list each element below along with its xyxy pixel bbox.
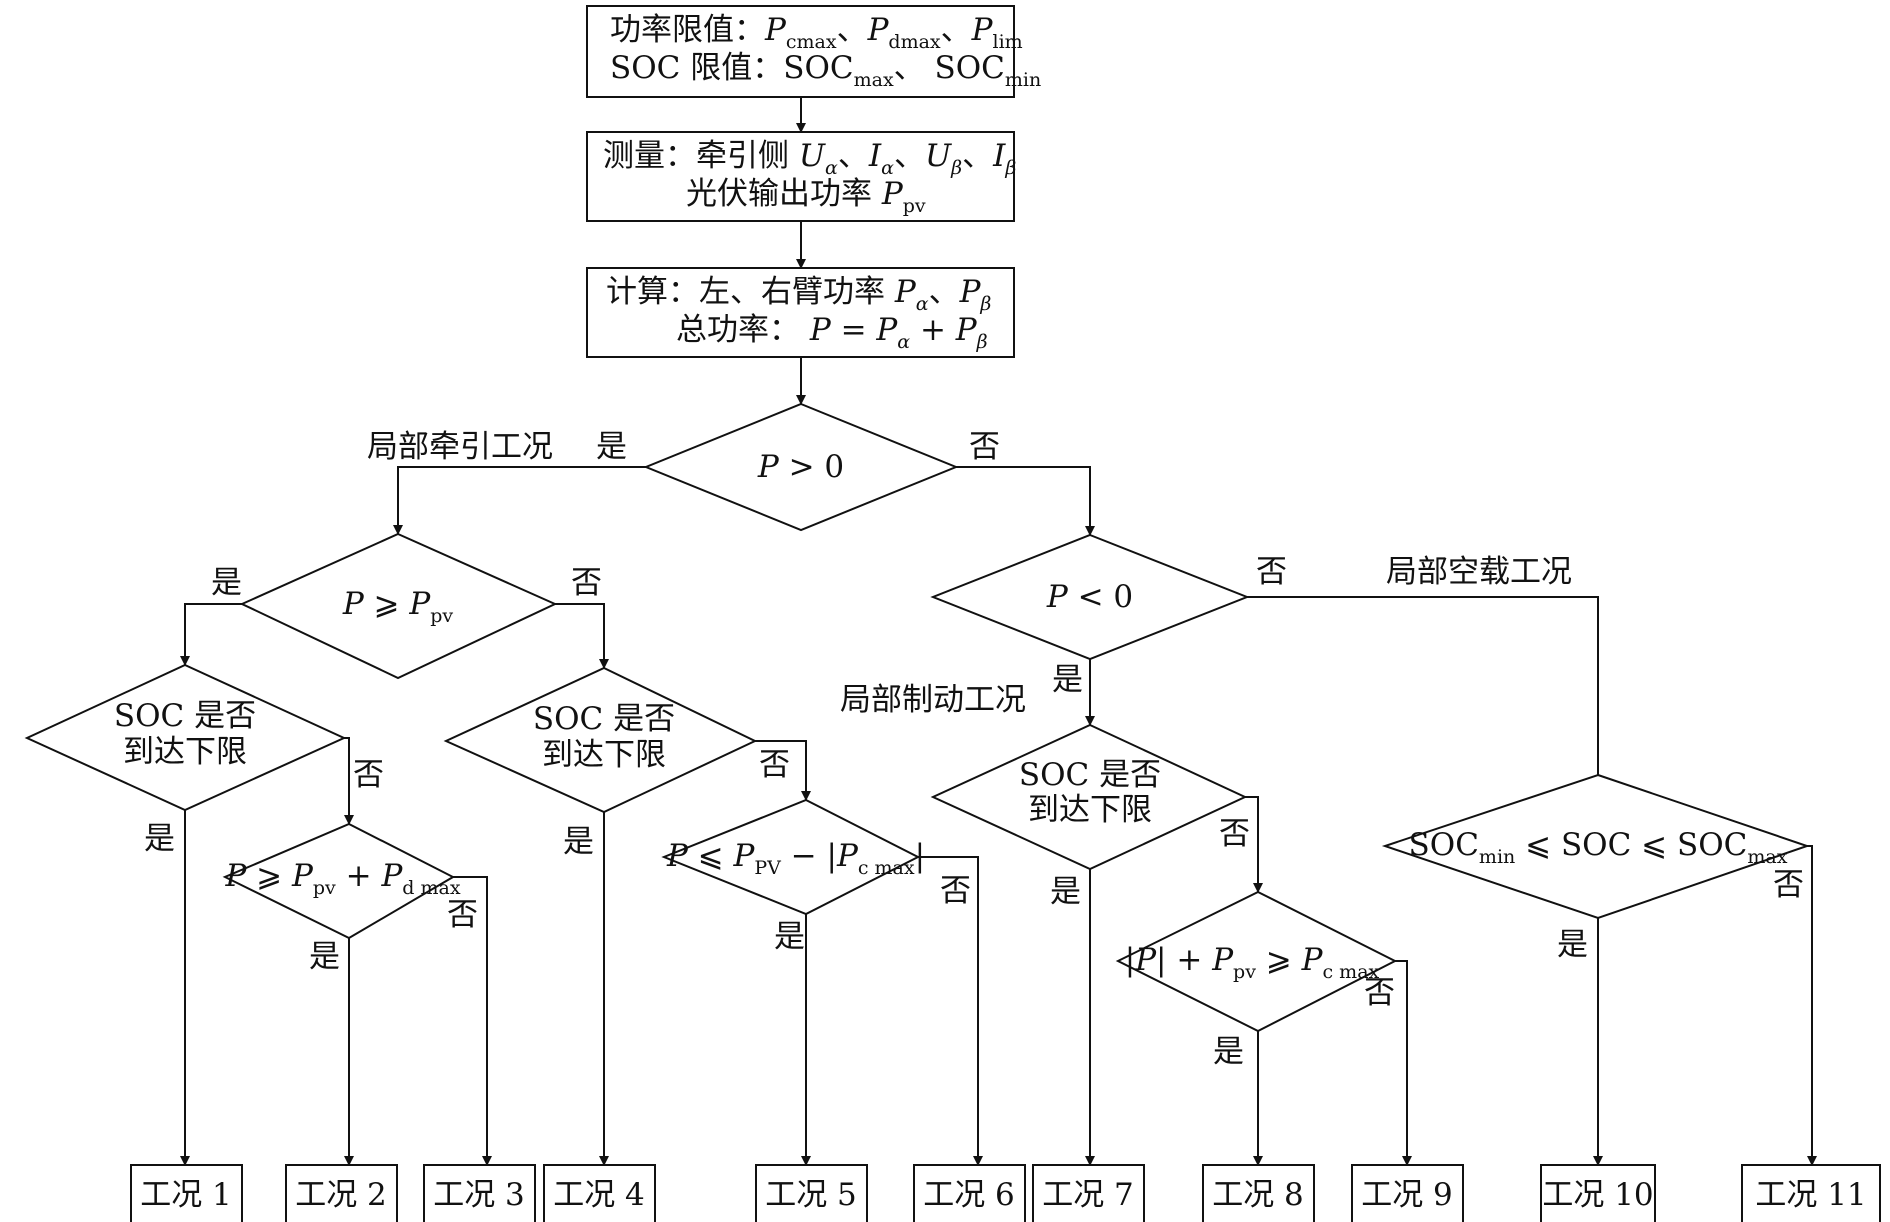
label-no: 否 [1219,816,1250,852]
outcome-8: 工况 8 [1202,1164,1315,1222]
decision-soc-lower-3: SOC 是否 到达下限 [930,723,1248,871]
label-yes: 是 [774,919,805,955]
branch-labels: 局部牵引工况 是 否 是 否 否 局部空载工况 是 局部制动工况 是 否 是 否… [144,429,1804,1070]
label-idle: 局部空载工况 [1386,554,1572,590]
label-yes: 是 [211,565,242,601]
decision-abs-p-vs-cmax: |P| + Ppv ⩾ Pc max [1115,890,1398,1033]
outcome-3: 工况 3 [423,1164,536,1222]
label-no: 否 [759,747,790,783]
decision-total-power: P > 0 [643,402,959,532]
compute-box: 计算：左、右臂功率 Pα、Pβ 总功率： P = Pα + Pβ [586,267,1015,358]
measure-line2: 光伏输出功率 Ppv [686,176,926,217]
compute-line2: 总功率： P = Pα + Pβ [676,312,988,353]
svg-text:P ⩽ PPV − |Pc max|: P ⩽ PPV − |Pc max| [666,838,925,879]
outcome-11: 工况 11 [1741,1164,1881,1222]
label-yes: 是 [1050,874,1081,910]
label-no: 否 [940,873,971,909]
label-no: 否 [1256,554,1287,590]
measure-line1: 测量：牵引侧 Uα、Iα、Uβ、Iβ [603,138,1016,179]
svg-text:工况 7: 工况 7 [1042,1177,1134,1213]
outcome-9: 工况 9 [1351,1164,1464,1222]
svg-text:|P| + Ppv ⩾ Pc max: |P| + Ppv ⩾ Pc max [1125,942,1380,983]
outcome-1: 工况 1 [130,1164,243,1222]
svg-text:工况 5: 工况 5 [765,1177,857,1213]
limits-line1: 功率限值：Pcmax、Pdmax、Plim [610,12,1023,53]
label-braking: 局部制动工况 [840,682,1026,718]
svg-text:SOCmin ⩽ SOC ⩽ SOCmax: SOCmin ⩽ SOC ⩽ SOCmax [1409,827,1788,868]
label-yes: 是 [1557,927,1588,963]
decision-soc-lower-1: SOC 是否 到达下限 [24,663,347,812]
label-no: 否 [447,897,478,933]
outcomes: 工况 1 工况 2 工况 3 工况 4 工况 5 工况 6 工况 7 工况 8 … [130,1164,1881,1222]
decision-p-vs-pv: P ⩾ Ppv [239,532,558,680]
label-yes: 是 [1052,662,1083,698]
svg-text:工况 9: 工况 9 [1361,1177,1453,1213]
svg-text:工况 6: 工况 6 [923,1177,1015,1213]
svg-text:到达下限: 到达下限 [1028,792,1152,828]
decision-soc-range: SOCmin ⩽ SOC ⩽ SOCmax [1381,773,1811,920]
svg-text:到达下限: 到达下限 [542,737,666,773]
label-no: 否 [571,565,602,601]
decision-p-vs-pv-dmax: P ⩾ Ppv + Pd max [222,822,461,940]
svg-text:工况 2: 工况 2 [295,1177,387,1213]
label-no: 否 [1773,867,1804,903]
svg-text:工况 10: 工况 10 [1542,1177,1653,1213]
measure-box: 测量：牵引侧 Uα、Iα、Uβ、Iβ 光伏输出功率 Ppv [586,131,1016,222]
label-yes: 是 [596,429,627,465]
outcome-6: 工况 6 [913,1164,1026,1222]
label-yes: 是 [144,821,175,857]
svg-text:SOC 是否: SOC 是否 [1019,757,1161,793]
svg-text:工况 4: 工况 4 [553,1177,645,1213]
label-yes: 是 [309,939,340,975]
connectors [180,97,1817,1166]
svg-text:SOC 是否: SOC 是否 [114,698,256,734]
limits-box: 功率限值：Pcmax、Pdmax、Plim SOC 限值：SOCmax、 SOC… [586,5,1041,98]
svg-text:工况 1: 工况 1 [140,1177,232,1213]
decision-soc-lower-2: SOC 是否 到达下限 [443,666,758,814]
outcome-10: 工况 10 [1540,1164,1656,1222]
decision-p-vs-pv-cmax: P ⩽ PPV − |Pc max| [661,798,925,916]
outcome-4: 工况 4 [543,1164,656,1222]
compute-line1: 计算：左、右臂功率 Pα、Pβ [606,274,991,315]
label-no: 否 [1364,975,1395,1011]
limits-line2: SOC 限值：SOCmax、 SOCmin [610,50,1041,91]
svg-text:工况 11: 工况 11 [1755,1177,1866,1213]
label-no: 否 [353,757,384,793]
outcome-7: 工况 7 [1032,1164,1145,1222]
label-traction: 局部牵引工况 [367,429,553,465]
label-yes: 是 [563,824,594,860]
svg-text:工况 8: 工况 8 [1212,1177,1304,1213]
svg-text:SOC 是否: SOC 是否 [533,701,675,737]
label-yes: 是 [1213,1034,1244,1070]
label-no: 否 [969,429,1000,465]
svg-text:P ⩾ Ppv + Pd max: P ⩾ Ppv + Pd max [224,858,460,899]
svg-text:P < 0: P < 0 [1046,579,1133,615]
svg-text:工况 3: 工况 3 [433,1177,525,1213]
outcome-5: 工况 5 [755,1164,868,1222]
svg-text:P ⩾ Ppv: P ⩾ Ppv [342,586,454,627]
svg-text:P > 0: P > 0 [757,449,844,485]
outcome-2: 工况 2 [285,1164,398,1222]
svg-text:到达下限: 到达下限 [123,734,247,770]
decision-negative-power: P < 0 [930,533,1250,661]
